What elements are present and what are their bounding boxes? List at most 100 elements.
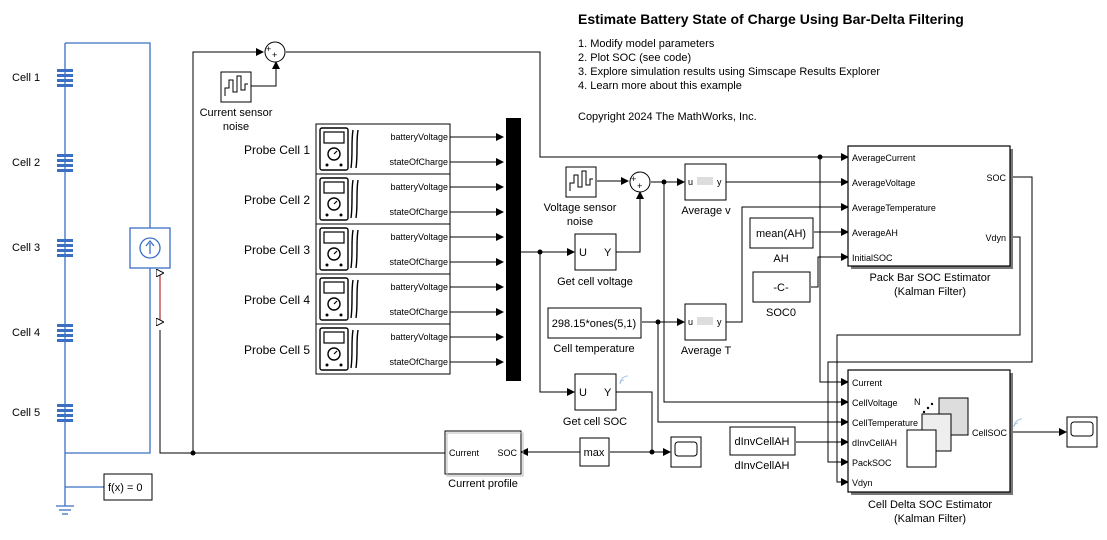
multimeter-icon <box>319 127 359 171</box>
pack-in-average-temperature: AverageTemperature <box>852 203 936 213</box>
probe-cell-2-label: Probe Cell 2 <box>244 193 310 207</box>
sum-current-plus-2: + <box>272 50 277 60</box>
get-cell-voltage-in: U <box>579 247 587 259</box>
cell-in-cell-voltage: CellVoltage <box>852 398 898 408</box>
average-t-out: y <box>717 317 722 327</box>
cell-estimator-label-2: (Kalman Filter) <box>894 513 966 525</box>
junction-current <box>190 450 196 456</box>
ah-label: AH <box>773 253 788 265</box>
voltage-noise-label-1: Voltage sensor <box>544 202 617 214</box>
pack-out-soc: SOC <box>986 173 1006 183</box>
dinvcellah-label: dInvCellAH <box>734 460 789 472</box>
probe-cell-4-label: Probe Cell 4 <box>244 293 310 307</box>
get-cell-soc-out: Y <box>604 387 612 399</box>
header: Estimate Battery State of Charge Using B… <box>578 11 964 123</box>
pack-bar-soc-estimator[interactable]: AverageCurrent AverageVoltage AverageTem… <box>847 145 1013 298</box>
probe-cell-1-label: Probe Cell 1 <box>244 143 310 157</box>
cell-in-dinvcellah: dInvCellAH <box>852 438 897 448</box>
junction-temperature <box>655 319 661 325</box>
multimeter-icon <box>319 177 359 221</box>
sum-voltage-plus-1: + <box>631 174 636 184</box>
cell-4-label: Cell 4 <box>12 327 40 339</box>
pack-in-average-current: AverageCurrent <box>852 153 916 163</box>
average-v-glyph <box>697 177 713 185</box>
pack-in-average-voltage: AverageVoltage <box>852 178 915 188</box>
link-learn-more[interactable]: 4. Learn more about this example <box>578 80 742 92</box>
cell-in-vdyn: Vdyn <box>852 478 873 488</box>
average-v-out: y <box>717 177 722 187</box>
cell-temperature-label: Cell temperature <box>553 343 634 355</box>
max-block[interactable]: max <box>579 437 610 467</box>
average-t-in: u <box>688 317 693 327</box>
voltage-noise-block[interactable]: Voltage sensor noise <box>544 166 617 228</box>
solver-config-block[interactable]: f(x) = 0 <box>103 473 153 501</box>
dinvcellah-block[interactable]: dInvCellAH dInvCellAH <box>729 426 796 472</box>
cell-2-label: Cell 2 <box>12 157 40 169</box>
cell-1-label: Cell 1 <box>12 72 40 84</box>
probe-port-battery-voltage: batteryVoltage <box>390 282 448 292</box>
current-source-block[interactable] <box>129 227 171 269</box>
battery-string <box>56 42 151 515</box>
current-profile-block[interactable]: Current SOC Current profile <box>444 430 524 490</box>
battery-cell-1[interactable]: Cell 1 <box>12 69 73 87</box>
probe-port-battery-voltage: batteryVoltage <box>390 132 448 142</box>
cell-5-label: Cell 5 <box>12 407 40 419</box>
ah-value: mean(AH) <box>756 228 806 240</box>
link-modify-parameters[interactable]: 1. Modify model parameters <box>578 38 715 50</box>
battery-cell-4[interactable]: Cell 4 <box>12 324 73 342</box>
average-v-block[interactable]: u y Average v <box>681 163 731 217</box>
junction-voltage <box>661 179 667 185</box>
probe-port-state-of-charge: stateOfCharge <box>389 357 448 367</box>
sum-current-block[interactable]: + + <box>264 41 286 63</box>
probe-port-state-of-charge: stateOfCharge <box>389 257 448 267</box>
get-cell-soc-block[interactable]: U Y Get cell SOC <box>563 373 627 428</box>
get-cell-soc-label: Get cell SOC <box>563 416 627 428</box>
cell-delta-soc-estimator[interactable]: N Current CellVoltage CellTemperature dI… <box>847 369 1013 525</box>
battery-cell-3[interactable]: Cell 3 <box>12 239 73 257</box>
scope-soc[interactable] <box>670 436 702 468</box>
logging-signal-icon <box>619 375 629 385</box>
cell-temperature-block[interactable]: 298.15*ones(5,1) Cell temperature <box>547 307 642 355</box>
current-noise-label-2: noise <box>223 121 249 133</box>
link-plot-soc[interactable]: 2. Plot SOC (see code) <box>578 52 691 64</box>
probe-port-battery-voltage: batteryVoltage <box>390 332 448 342</box>
average-v-in: u <box>688 177 693 187</box>
max-label: max <box>584 447 605 459</box>
probe-cell-3-label: Probe Cell 3 <box>244 243 310 257</box>
average-v-label: Average v <box>681 205 731 217</box>
sum-current-plus-1: + <box>266 44 271 54</box>
cell-estimator-label-1: Cell Delta SOC Estimator <box>868 499 992 511</box>
average-t-block[interactable]: u y Average T <box>681 303 732 357</box>
pack-in-average-ah: AverageAH <box>852 228 898 238</box>
current-profile-out: SOC <box>497 448 517 458</box>
ah-block[interactable]: mean(AH) AH <box>749 217 814 265</box>
get-cell-voltage-block[interactable]: U Y Get cell voltage <box>557 233 633 288</box>
junction-avg-current <box>817 154 823 160</box>
cell-in-pack-soc: PackSOC <box>852 458 892 468</box>
model-title: Estimate Battery State of Charge Using B… <box>578 11 964 27</box>
current-noise-block[interactable]: Current sensor noise <box>200 71 273 133</box>
current-noise-label-1: Current sensor <box>200 107 273 119</box>
copyright-note: Copyright 2024 The MathWorks, Inc. <box>578 111 757 123</box>
battery-cell-2[interactable]: Cell 2 <box>12 154 73 172</box>
voltage-noise-label-2: noise <box>567 216 593 228</box>
junction-soc <box>649 449 655 455</box>
get-cell-voltage-label: Get cell voltage <box>557 276 633 288</box>
sum-voltage-block[interactable]: + + <box>629 171 651 193</box>
cell-in-cell-temperature: CellTemperature <box>852 418 918 428</box>
soc0-block[interactable]: -C- SOC0 <box>752 271 811 319</box>
average-t-label: Average T <box>681 345 732 357</box>
link-results-explorer[interactable]: 3. Explore simulation results using Sims… <box>578 66 880 78</box>
get-cell-voltage-out: Y <box>604 247 612 259</box>
pack-estimator-label-1: Pack Bar SOC Estimator <box>869 272 990 284</box>
pack-in-initial-soc: InitialSOC <box>852 253 893 263</box>
battery-cell-5[interactable]: Cell 5 <box>12 404 73 422</box>
mux-block[interactable] <box>506 118 521 381</box>
scope-cell-soc[interactable] <box>1066 416 1098 448</box>
